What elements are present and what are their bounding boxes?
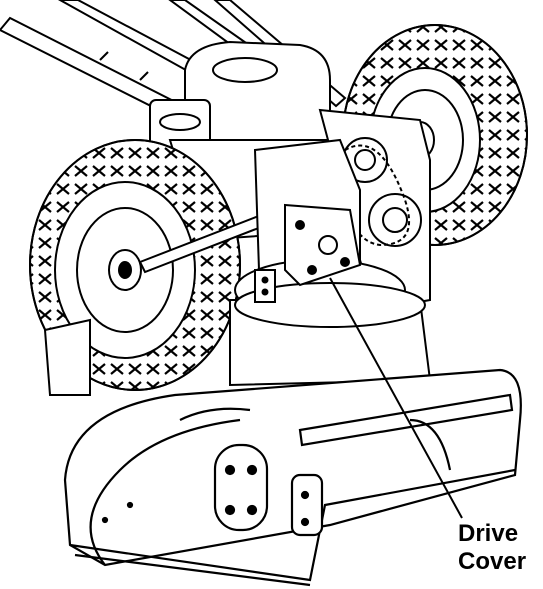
callout-line-1: Drive [458,520,526,548]
callout-line-2: Cover [458,548,526,576]
drive-cover-callout: Drive Cover [458,520,526,576]
skid-shoe [45,320,90,395]
auger-housing [65,370,521,585]
